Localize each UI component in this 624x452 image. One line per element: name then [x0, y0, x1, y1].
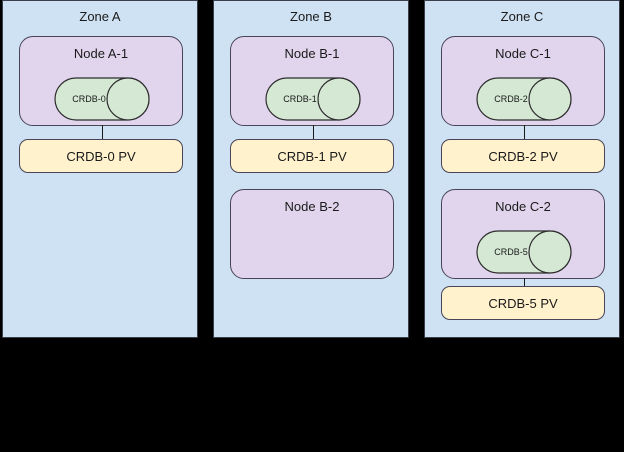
node-title: Node B-2	[284, 199, 340, 214]
zone-title: Zone C	[500, 9, 544, 24]
node-title: Node A-1	[73, 46, 129, 61]
zone-panel-a: Zone A Node A-1 CRDB-0 CRDB-0 PV	[2, 0, 198, 338]
zone-panel-b: Zone B Node B-1 CRDB-1 CRDB-1 PV Node B-…	[213, 0, 409, 338]
pv-box-crdb-2[interactable]: CRDB-2 PV	[441, 139, 605, 173]
node-title: Node C-1	[495, 46, 551, 61]
node-box-c-1[interactable]: Node C-1 CRDB-2	[441, 36, 605, 126]
node-box-a-1[interactable]: Node A-1 CRDB-0	[19, 36, 183, 126]
pod-pv-connector	[524, 125, 525, 140]
node-box-c-2[interactable]: Node C-2 CRDB-5	[441, 189, 605, 279]
pv-label: CRDB-1 PV	[277, 148, 347, 164]
cylinder-icon	[54, 77, 150, 121]
pod-cylinder-crdb-5[interactable]: CRDB-5	[476, 230, 572, 274]
pod-cylinder-crdb-1[interactable]: CRDB-1	[265, 77, 361, 121]
pv-box-crdb-0[interactable]: CRDB-0 PV	[19, 139, 183, 173]
pod-label: CRDB-2	[494, 94, 528, 104]
pv-label: CRDB-2 PV	[488, 148, 558, 164]
pod-pv-connector	[313, 125, 314, 140]
pod-pv-connector	[524, 278, 525, 293]
cylinder-icon	[265, 77, 361, 121]
zone-panel-c: Zone C Node C-1 CRDB-2 CRDB-2 PV Node C-…	[424, 0, 620, 338]
pod-label: CRDB-0	[72, 94, 106, 104]
cylinder-icon	[476, 77, 572, 121]
node-title: Node C-2	[495, 199, 551, 214]
pod-pv-connector	[102, 125, 103, 140]
zone-title: Zone B	[290, 9, 332, 24]
pod-label: CRDB-5	[494, 247, 528, 257]
node-title: Node B-1	[284, 46, 340, 61]
zone-title: Zone A	[79, 9, 121, 24]
pod-label: CRDB-1	[283, 94, 317, 104]
pv-label: CRDB-5 PV	[488, 295, 558, 311]
cylinder-icon	[476, 230, 572, 274]
pv-box-crdb-5[interactable]: CRDB-5 PV	[441, 286, 605, 320]
node-box-b-1[interactable]: Node B-1 CRDB-1	[230, 36, 394, 126]
pod-cylinder-crdb-0[interactable]: CRDB-0	[54, 77, 150, 121]
node-box-b-2[interactable]: Node B-2	[230, 189, 394, 279]
pv-label: CRDB-0 PV	[66, 148, 136, 164]
pod-cylinder-crdb-2[interactable]: CRDB-2	[476, 77, 572, 121]
pv-box-crdb-1[interactable]: CRDB-1 PV	[230, 139, 394, 173]
